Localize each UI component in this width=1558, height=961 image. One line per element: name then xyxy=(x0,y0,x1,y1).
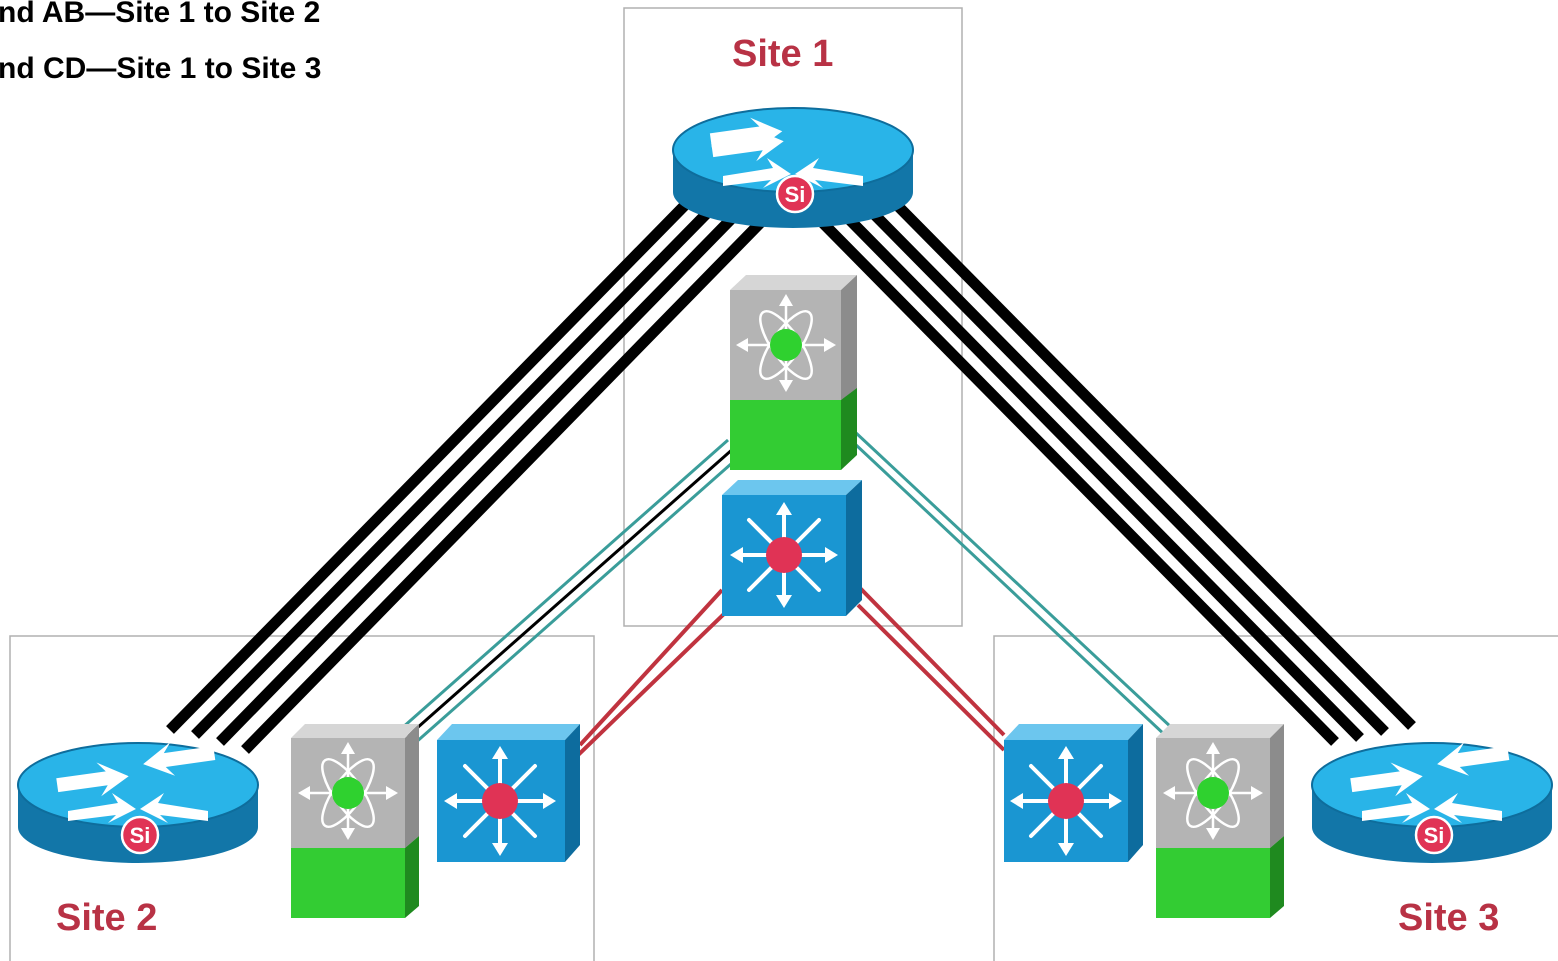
si-badge-icon xyxy=(1414,815,1454,855)
status-dot-icon xyxy=(332,777,364,809)
si-badge-icon xyxy=(775,174,815,214)
site2-label: Site 2 xyxy=(56,897,158,939)
link-bundle-site1-site2 xyxy=(166,196,772,754)
legend-line-cd: nd CD—Site 1 to Site 3 xyxy=(0,52,322,85)
router-site3[interactable]: Si xyxy=(1311,736,1553,863)
status-dot-icon xyxy=(1197,777,1229,809)
si-badge-icon xyxy=(120,815,160,855)
status-dot-icon xyxy=(770,329,802,361)
router-badge-site3: Si xyxy=(1424,823,1445,848)
router-site1[interactable]: Si xyxy=(672,107,914,228)
status-dot-icon xyxy=(482,783,518,819)
router-badge-site2: Si xyxy=(130,823,151,848)
teal-links xyxy=(401,430,1174,746)
red-links xyxy=(573,586,1006,760)
site2-box xyxy=(9,635,595,961)
legend-line-ab: nd AB—Site 1 to Site 2 xyxy=(0,0,321,29)
multilayer-switch-site1[interactable] xyxy=(722,480,862,616)
chassis-switch-site2[interactable] xyxy=(291,724,419,918)
multilayer-switch-site3[interactable] xyxy=(1004,724,1143,862)
router-site2[interactable]: Si xyxy=(17,736,259,863)
chassis-switch-site3[interactable] xyxy=(1156,724,1284,918)
site3-label: Site 3 xyxy=(1398,897,1500,939)
chassis-switch-site1[interactable] xyxy=(730,275,857,470)
site1-box xyxy=(623,7,963,627)
router-badge-site1: Si xyxy=(785,182,806,207)
site1-label: Site 1 xyxy=(732,33,834,75)
status-dot-icon xyxy=(1048,783,1084,819)
site3-box xyxy=(993,635,1558,961)
link-bundle-site1-site3 xyxy=(811,194,1416,746)
multilayer-switch-site2[interactable] xyxy=(437,724,580,862)
status-dot-icon xyxy=(766,537,802,573)
